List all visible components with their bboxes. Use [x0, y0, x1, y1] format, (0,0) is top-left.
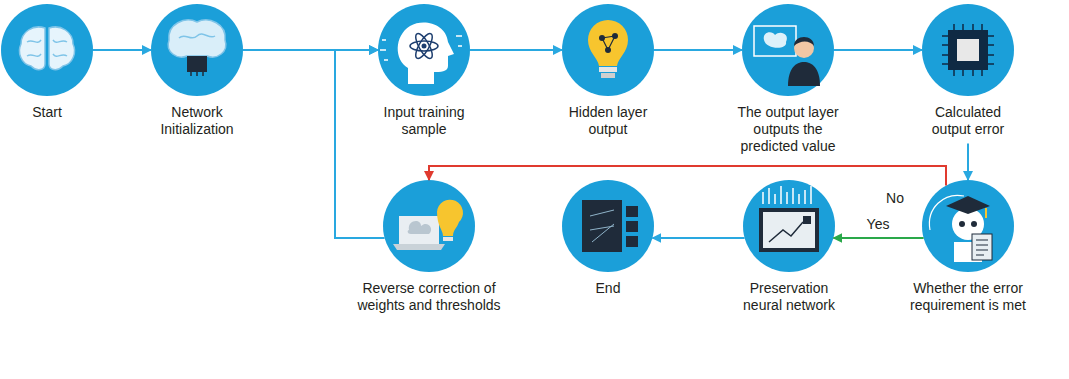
person-screen-icon: [754, 26, 820, 86]
flow-arrow: [470, 49, 562, 51]
process-node: The output layer outputs the predicted v…: [729, 4, 847, 154]
node-label: Whether the error requirement is met: [898, 280, 1038, 314]
node-label: Input training sample: [369, 104, 479, 138]
brain-chip-icon: [168, 20, 226, 76]
edge-label: Yes: [865, 216, 892, 233]
laptop-icon: [393, 200, 463, 250]
flow-arrow: [93, 49, 151, 51]
robot-icon: [929, 195, 992, 262]
process-node: End: [562, 180, 654, 297]
node-label: Reverse correction of weights and thresh…: [345, 280, 513, 314]
node-label: The output layer outputs the predicted v…: [729, 104, 847, 154]
edge-label: No: [884, 190, 906, 207]
board-icon: [582, 200, 638, 252]
head-atom-icon: [380, 23, 462, 84]
process-node: Reverse correction of weights and thresh…: [345, 180, 513, 314]
node-label: Preservation neural network: [733, 280, 845, 314]
process-node: Whether the error requirement is met: [898, 180, 1038, 314]
process-node: Network Initialization: [147, 4, 247, 138]
flow-arrow: [833, 237, 923, 239]
flow-arrow: [967, 144, 969, 180]
process-node: Preservation neural network: [733, 180, 845, 314]
light-bulb-icon: [588, 20, 628, 78]
process-node: Calculated output error: [920, 4, 1016, 138]
process-node: Hidden layer output: [558, 4, 658, 138]
node-label: Start: [1, 104, 93, 121]
node-label: Network Initialization: [147, 104, 247, 138]
flow-arrow: [834, 49, 922, 51]
node-label: End: [562, 280, 654, 297]
node-label: Calculated output error: [920, 104, 1016, 138]
icon-circles: [1, 4, 1014, 272]
flow-arrow: [429, 166, 946, 186]
node-label: Hidden layer output: [558, 104, 658, 138]
process-node: Input training sample: [369, 4, 479, 138]
flow-arrow: [652, 237, 744, 239]
flow-arrow: [654, 49, 742, 51]
flow-arrow: [335, 50, 385, 238]
chip-icon: [942, 24, 994, 76]
monitor-icon: [759, 186, 819, 252]
process-node: Start: [1, 4, 93, 121]
brain-icon: [19, 27, 74, 70]
